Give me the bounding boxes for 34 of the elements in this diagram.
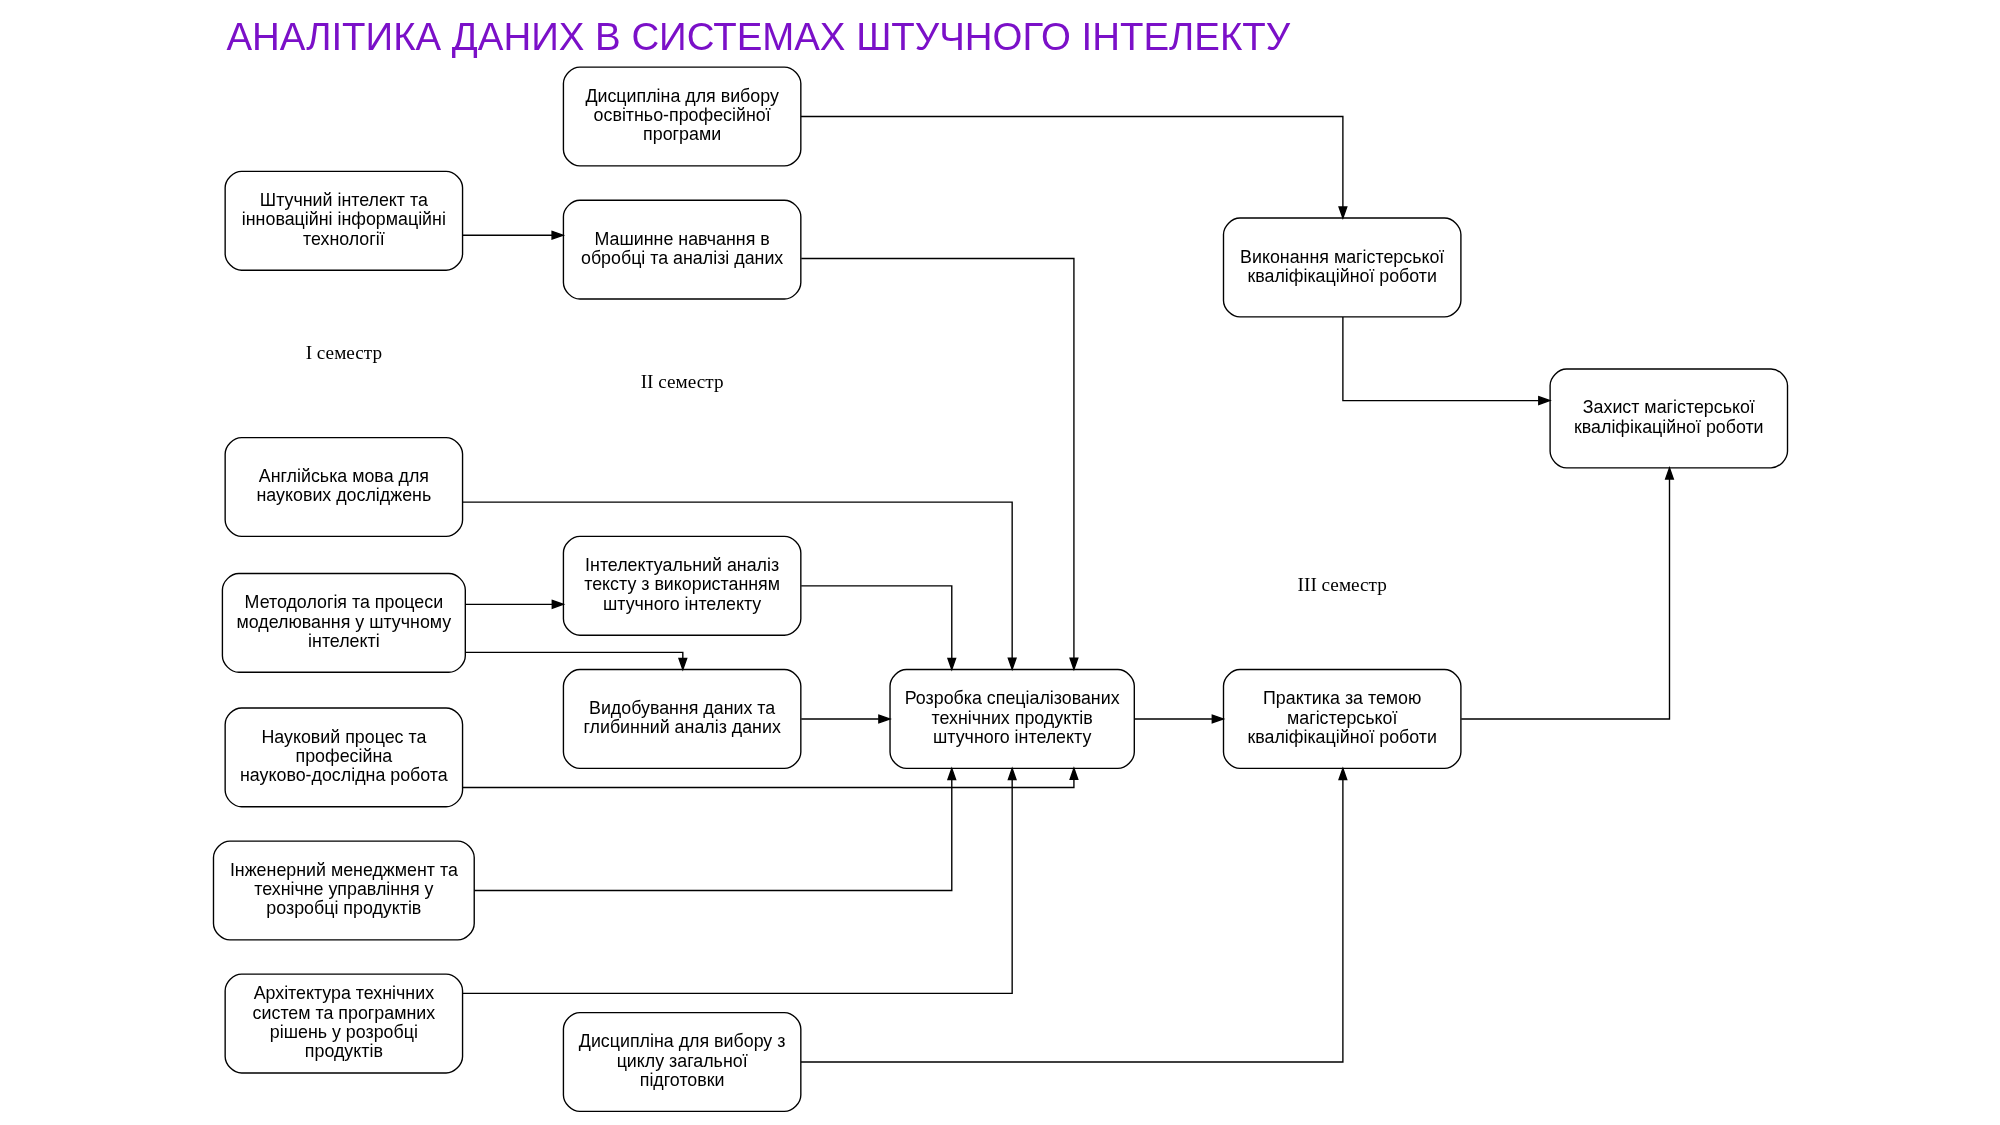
node-box: Виконання магістерської кваліфікаційної роботи — [1222, 217, 1462, 318]
label: II семестр — [640, 370, 724, 392]
node-box: Видобування даних та глибинний аналіз даних — [562, 668, 801, 770]
arrow — [800, 714, 892, 724]
arrow — [464, 599, 565, 610]
arrow — [800, 257, 1079, 672]
node-box: Розробка спеціалізованих технічних продуктів штучного інтелекту — [888, 668, 1135, 770]
node-box: Штучний інтелект та інноваційні інформаційні технології — [223, 170, 463, 271]
diagram-title: АНАЛІТИКА ДАНИХ В СИСТЕМАХ ШТУЧНОГО ІНТЕЛЕКТУ — [225, 14, 1290, 58]
label: III семестр — [1297, 573, 1387, 595]
label: I семестр — [305, 341, 382, 363]
arrow — [464, 651, 688, 672]
arrow — [1133, 714, 1225, 724]
arrow — [461, 766, 1017, 995]
node-box: Методологія та процеси моделювання у штучному інтелекті — [221, 572, 466, 673]
arrow — [461, 501, 1017, 672]
node-box: Інтелектуальний аналіз тексту з використанням штучного інтелекту — [562, 535, 801, 636]
arrow — [799, 115, 1348, 221]
arrow — [1460, 465, 1674, 720]
node-box: Дисципліна для вибору з циклу загальної підготовки — [562, 1011, 801, 1113]
arrow — [799, 766, 1348, 1063]
arrow — [461, 230, 565, 240]
arrow — [800, 585, 957, 672]
node-box: Науковий процес та професійна науково-дослідна робота — [223, 707, 463, 808]
node-box: Практика за темою магістерської кваліфікаційної роботи — [1222, 668, 1462, 770]
node-box: Машинне навчання в обробці та аналізі даних — [562, 199, 801, 300]
arrow — [473, 766, 957, 892]
node-box: Дисципліна для вибору освітньо-професійної програми — [562, 66, 801, 167]
node-box: Захист магістерської кваліфікаційної роботи — [1548, 368, 1788, 469]
node-box: Інженерний менеджмент та технічне управління у розробці продуктів — [212, 840, 475, 941]
node-box: Архітектура технічних систем та програмних рішень у розробці продуктів — [223, 973, 463, 1074]
node-box: Англійська мова для наукових досліджень — [223, 436, 463, 538]
arrow — [1341, 316, 1552, 406]
arrow — [461, 766, 1079, 789]
